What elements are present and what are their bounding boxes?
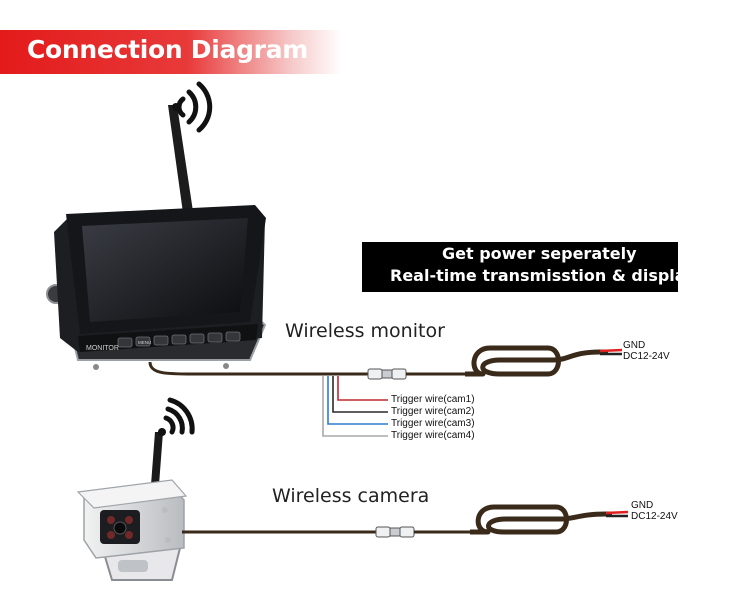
trigger-wire-2 [332, 376, 388, 413]
trigger-wire-4 [322, 376, 388, 437]
camera-voltage-label: DC12-24V [631, 511, 678, 522]
trigger-wire-3 [327, 376, 388, 425]
camera-wifi-icon [163, 397, 195, 435]
title-text: Connection Diagram [27, 35, 309, 64]
camera-connector [375, 526, 415, 538]
monitor-label: Wireless monitor [285, 320, 445, 342]
camera-cable-coil [470, 504, 612, 535]
wireless-camera [76, 397, 195, 581]
camera-label: Wireless camera [272, 485, 430, 507]
trigger-wire-label-3: Trigger wire(cam3) [391, 418, 475, 429]
monitor-cable [148, 361, 370, 376]
trigger-wire-1 [337, 376, 388, 401]
wireless-monitor: MONITOR MENU [46, 81, 267, 370]
monitor-wifi-icon [176, 81, 213, 133]
monitor-gnd-label: GND [623, 340, 646, 351]
monitor-cable-coil [465, 345, 608, 377]
info-box [362, 242, 678, 292]
monitor-brand-text: MONITOR [86, 345, 119, 352]
trigger-wire-label-1: Trigger wire(cam1) [391, 394, 475, 405]
trigger-wire-label-4: Trigger wire(cam4) [391, 430, 475, 441]
monitor-connector [367, 368, 407, 380]
info-line-transmission: Real-time transmisstion & display [390, 266, 696, 285]
camera-gnd-label: GND [631, 500, 654, 511]
camera-antenna [150, 432, 163, 498]
title-banner [0, 30, 342, 74]
trigger-wires [322, 376, 388, 437]
monitor-buttons [117, 331, 241, 348]
info-line-power: Get power seperately [442, 244, 637, 263]
monitor-antenna [168, 105, 194, 220]
monitor-screen [82, 218, 248, 322]
trigger-wire-label-2: Trigger wire(cam2) [391, 406, 475, 417]
monitor-menu-text: MENU [138, 340, 151, 345]
monitor-voltage-label: DC12-24V [623, 351, 670, 362]
